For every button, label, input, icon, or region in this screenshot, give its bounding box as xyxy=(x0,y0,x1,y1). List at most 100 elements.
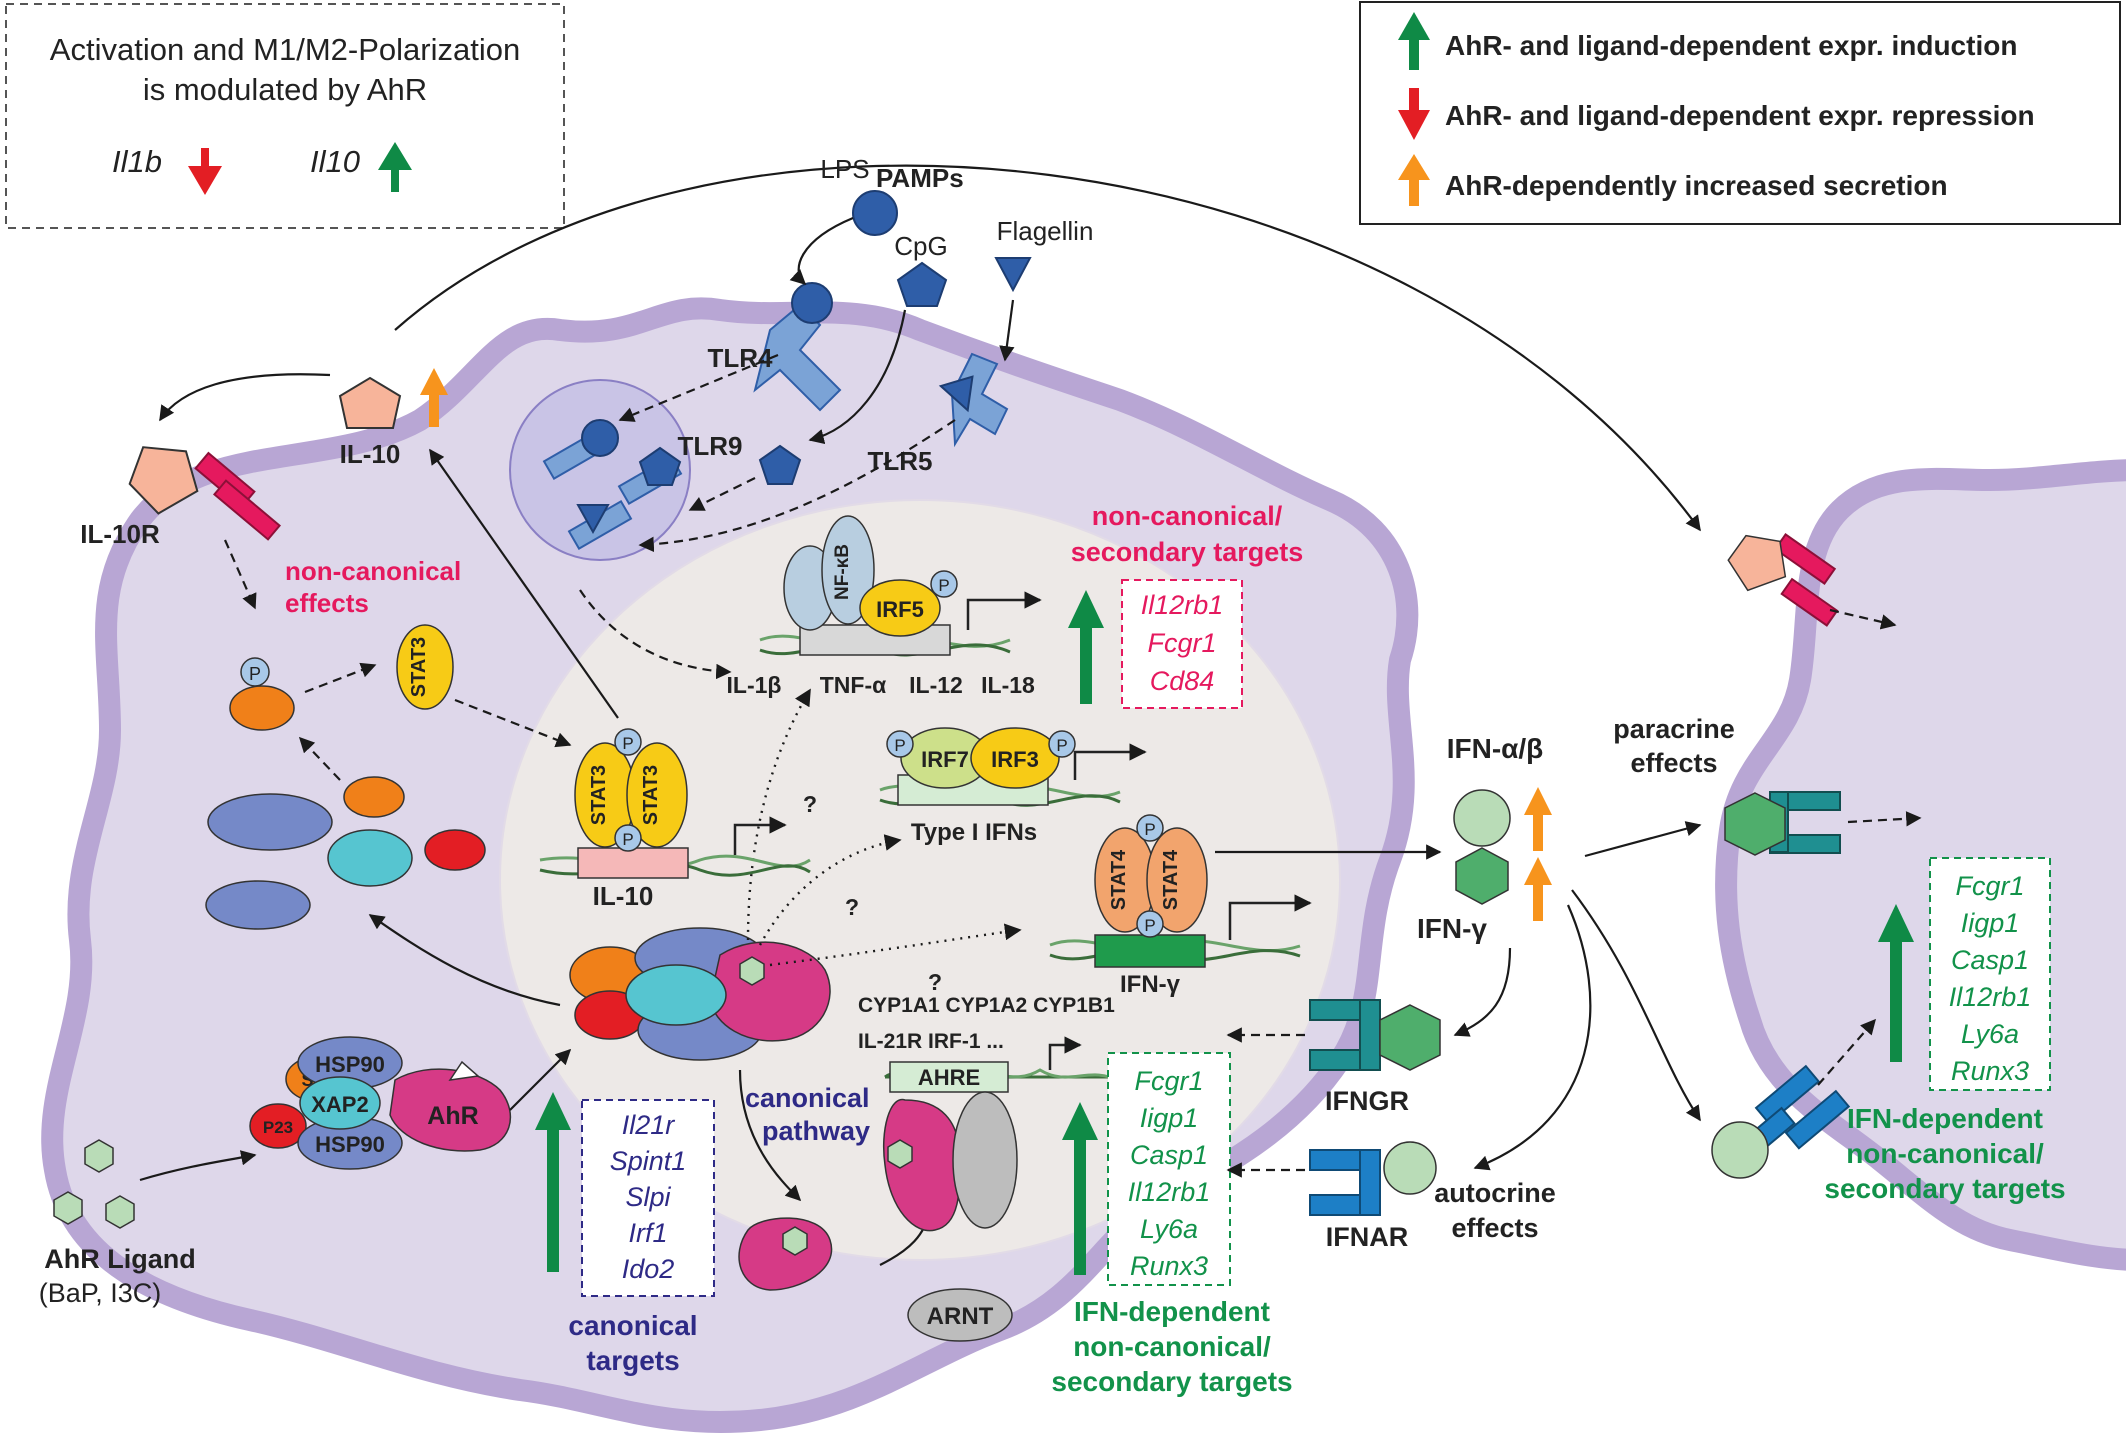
tlr4-label: TLR4 xyxy=(708,343,774,373)
cyp-genes-label: CYP1A1 CYP1A2 CYP1B1 xyxy=(858,994,1115,1017)
target-il12rb1: Il12rb1 xyxy=(1949,982,2032,1012)
ifn-center-title-1: IFN-dependent xyxy=(1074,1296,1270,1327)
tlr9-endosomal xyxy=(617,446,683,506)
question-mark-3: ? xyxy=(928,969,942,995)
ligand-entry-arrow xyxy=(139,1150,257,1182)
svg-text:P: P xyxy=(894,736,905,755)
tlr5-endosomal xyxy=(567,499,633,551)
target-fcgr1: Fcgr1 xyxy=(1134,1066,1203,1096)
irf5-label: IRF5 xyxy=(876,597,924,622)
orange-up-arrow-icon xyxy=(420,368,448,427)
target-slpi: Slpi xyxy=(625,1182,671,1212)
ligand-hex-icon xyxy=(782,1226,808,1256)
noncanonical-effects-label-2: effects xyxy=(285,588,369,618)
tnfa-label: TNF-α xyxy=(820,672,887,698)
jak-orange-icon xyxy=(229,685,295,731)
red-down-arrow-icon xyxy=(188,148,222,195)
il10-label: IL-10 xyxy=(340,439,401,469)
svg-text:P: P xyxy=(622,830,633,849)
cpg-to-endosome-arrow xyxy=(688,477,756,511)
ifng-icon xyxy=(1455,847,1509,905)
il10-paracrine-arc xyxy=(394,164,1701,532)
svg-text:P: P xyxy=(622,734,633,753)
ifn-right-title-2: non-canonical/ xyxy=(1846,1138,2044,1169)
svg-text:P: P xyxy=(1144,820,1155,839)
target-ly6a: Ly6a xyxy=(1140,1214,1198,1244)
polarization-box: Activation and M1/M2-Polarization is mod… xyxy=(5,3,565,229)
il10r-label: IL-10R xyxy=(80,519,160,549)
target-il12rb1: Il12rb1 xyxy=(1128,1177,1211,1207)
tlr4-endosomal xyxy=(542,419,619,481)
canonical-pathway-label-1: canonical xyxy=(745,1083,870,1113)
ifng-to-ifngr-arrow xyxy=(1453,947,1512,1037)
green-up-arrow-icon xyxy=(1068,590,1104,704)
ifn-cytokines: IFN-α/β IFN-γ xyxy=(1417,733,1552,944)
flagellin-icon xyxy=(994,257,1032,293)
ifnar-receptor: IFNAR xyxy=(1309,1141,1437,1252)
il12-label: IL-12 xyxy=(909,672,963,698)
stat3-cytoplasm-icon xyxy=(396,624,454,710)
paracrine-ifnab-arrow xyxy=(1571,889,1701,1122)
noncanonical-effects-label-1: non-canonical xyxy=(285,556,461,586)
neighbor-ifngr xyxy=(1724,791,1841,856)
ifng-label: IFN-γ xyxy=(1417,913,1487,944)
canonical-targets-group: Il21r Spint1 Slpi Irf1 Ido2 canonical ta… xyxy=(535,1092,715,1376)
noncanonical-title-2: secondary targets xyxy=(1071,537,1304,567)
il10r-signal-arrow xyxy=(223,539,257,610)
flagellin-label: Flagellin xyxy=(997,216,1094,246)
question-arrow-1 xyxy=(746,688,812,941)
canonical-targets-title-1: canonical xyxy=(568,1310,697,1341)
ahr-nuclear-complex xyxy=(569,927,831,1061)
svg-text:STAT4: STAT4 xyxy=(1160,849,1182,910)
legend-induction: AhR- and ligand-dependent expr. inductio… xyxy=(1445,30,2017,61)
cytoplasm-stat3-pathway: P STAT3 xyxy=(205,624,572,930)
neighbor-ifngr-signal-arrow xyxy=(1847,811,1922,827)
target-il21r: Il21r xyxy=(622,1110,676,1140)
target-casp1: Casp1 xyxy=(1130,1140,1208,1170)
canonical-pathway-label-2: pathway xyxy=(762,1116,870,1146)
p23-label: P23 xyxy=(263,1118,293,1137)
target-runx3: Runx3 xyxy=(1130,1251,1208,1281)
green-up-arrow-icon xyxy=(1062,1102,1098,1275)
paracrine-label-1: paracrine xyxy=(1613,714,1735,744)
neighbor-il10r-signal-arrow xyxy=(1829,608,1897,630)
ahr-to-nucleus-arrow xyxy=(509,1048,572,1111)
pamps-label: PAMPs xyxy=(876,163,964,193)
canonical-targets-title-2: targets xyxy=(586,1345,679,1376)
lps-to-tlr4-arrow xyxy=(789,216,854,286)
legend-box: AhR- and ligand-dependent expr. inductio… xyxy=(1359,1,2121,225)
svg-text:P: P xyxy=(938,576,949,595)
legend-repression: AhR- and ligand-dependent expr. repressi… xyxy=(1445,100,2035,131)
orange-to-jak-arrow xyxy=(298,736,341,781)
ahre-label: AHRE xyxy=(918,1065,980,1090)
red-down-arrow-icon xyxy=(1398,88,1430,140)
neighbor-il10r xyxy=(1727,533,1839,627)
noncanonical-targets-group: non-canonical/ secondary targets Il12rb1… xyxy=(1068,501,1304,709)
svg-text:STAT3: STAT3 xyxy=(588,765,610,825)
svg-text:P: P xyxy=(1056,736,1067,755)
irf7-irf3-promoter: IRF7 IRF3 P P Type I IFNs xyxy=(879,727,1147,846)
green-up-arrow-icon xyxy=(1878,904,1914,1062)
ahr-ligand-monomer xyxy=(738,1217,833,1291)
tlr5-endocytosis-arrow xyxy=(638,419,956,553)
type1-ifns-label: Type I IFNs xyxy=(911,819,1037,846)
question-mark-2: ? xyxy=(845,894,859,920)
irf7-label: IRF7 xyxy=(921,747,969,772)
il10-gene-label: IL-10 xyxy=(593,881,654,911)
il18-label: IL-18 xyxy=(981,672,1035,698)
cpg-icon xyxy=(896,261,948,307)
legend-secretion: AhR-dependently increased secretion xyxy=(1445,170,1948,201)
target-iigp1: Iigp1 xyxy=(1140,1103,1199,1133)
svg-text:P: P xyxy=(1144,916,1155,935)
hsp90-bottom-label: HSP90 xyxy=(315,1132,385,1157)
orange-up-arrow-icon xyxy=(1524,857,1552,921)
ahr-ligands: AhR Ligand (BaP, I3C) xyxy=(39,1139,196,1308)
autocrine-label-1: autocrine xyxy=(1434,1178,1556,1208)
cpg-cytoplasm-icon xyxy=(758,444,802,485)
lps-icon xyxy=(852,190,898,236)
svg-text:STAT3: STAT3 xyxy=(640,765,662,825)
ifn-targets-center-group: Fcgr1 Iigp1 Casp1 Il12rb1 Ly6a Runx3 IFN… xyxy=(1051,1052,1293,1397)
hsp90-top-label: HSP90 xyxy=(315,1052,385,1077)
autocrine-label-2: effects xyxy=(1451,1213,1538,1243)
